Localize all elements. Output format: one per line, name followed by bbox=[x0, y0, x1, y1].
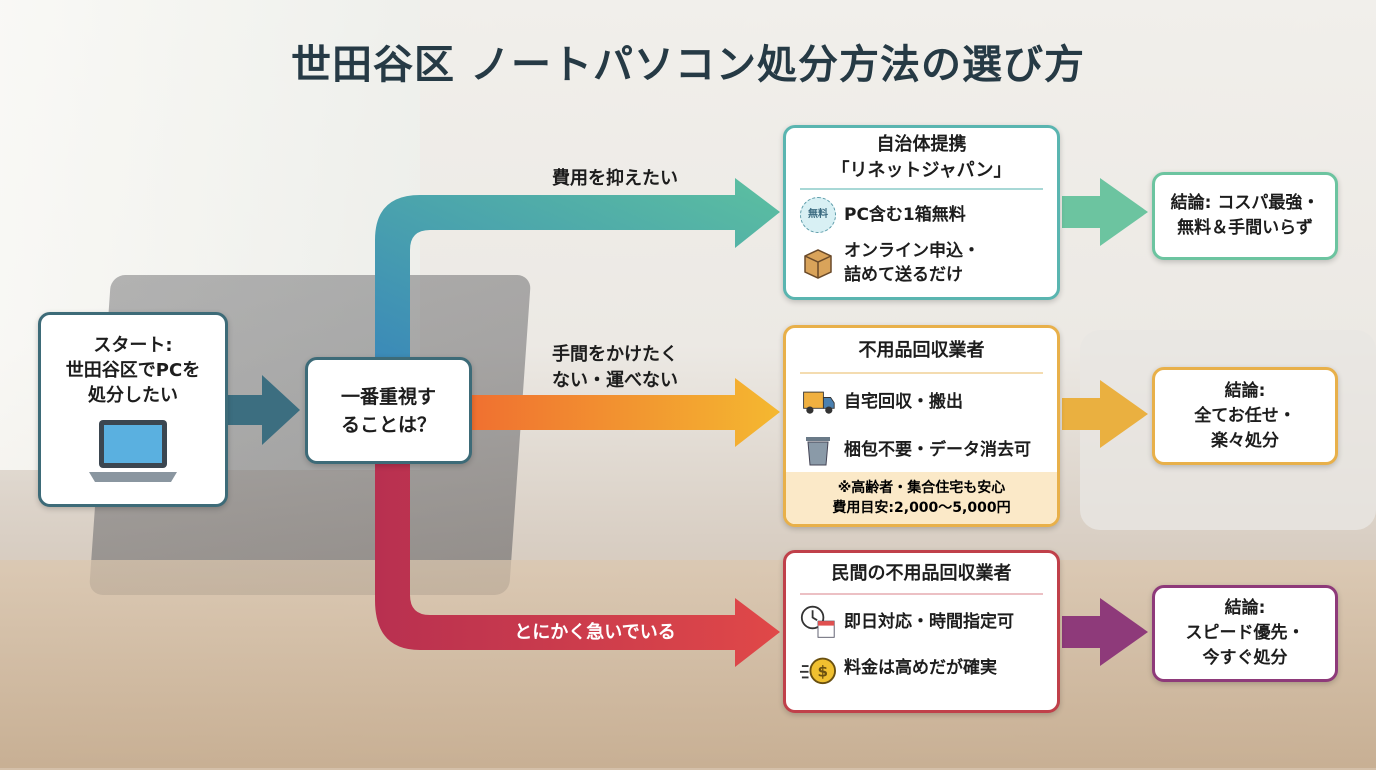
conclusion3-line2: スピード優先・ bbox=[1185, 623, 1305, 643]
conclusion-effort: 結論: 全てお任せ・ 楽々処分 bbox=[1152, 367, 1338, 465]
option2-note-line1: ※高齢者・集合住宅も安心 bbox=[837, 480, 1006, 496]
branch-label-urgent: とにかく急いでいる bbox=[514, 622, 676, 643]
conclusion1-line1: 結論: コスパ最強・ bbox=[1170, 193, 1320, 213]
option1-item2-line1: オンライン申込・ bbox=[844, 241, 980, 261]
option1-title-line2: 「リネットジャパン」 bbox=[831, 160, 1012, 181]
option2-note: ※高齢者・集合住宅も安心 費用目安:2,000〜5,000円 bbox=[786, 472, 1057, 524]
conclusion-cost: 結論: コスパ最強・ 無料＆手間いらず bbox=[1152, 172, 1338, 260]
option3-item1: 即日対応・時間指定可 bbox=[844, 612, 1014, 632]
arrow-option1-to-conclusion bbox=[1062, 178, 1148, 246]
arrow-branch-urgent bbox=[375, 464, 780, 667]
cardboard-box-icon bbox=[800, 245, 836, 281]
option1-title-line1: 自治体提携 bbox=[876, 134, 967, 155]
arrow-branch-cost bbox=[375, 178, 780, 357]
option-card-private-collector: 民間の不用品回収業者 即日対応・時間指定可 $ 料金は高めだが確実 bbox=[783, 550, 1060, 713]
start-line2: 世田谷区でPCを bbox=[65, 360, 201, 381]
clock-calendar-icon bbox=[800, 604, 836, 640]
option-card-renet-japan: 自治体提携「リネットジャパン」 無料 PC含む1箱無料 オンライン申込・詰めて送る… bbox=[783, 125, 1060, 300]
page-title: 世田谷区 ノートパソコン処分方法の選び方 bbox=[291, 42, 1085, 88]
conclusion2-line1: 結論: bbox=[1224, 380, 1266, 401]
branch-label-effort: 手間をかけたく ない・運べない bbox=[520, 342, 710, 394]
branch-label-cost: 費用を抑えたい bbox=[552, 168, 678, 189]
laptop-icon bbox=[89, 420, 177, 482]
decision-box: 一番重視す ることは？ bbox=[305, 357, 472, 464]
option2-item1: 自宅回収・搬出 bbox=[844, 392, 963, 412]
conclusion2-line2: 全てお任せ・ bbox=[1194, 405, 1296, 426]
option2-title: 不用品回収業者 bbox=[858, 340, 985, 361]
branch-label-effort-line2: ない・運べない bbox=[552, 370, 678, 391]
option3-title: 民間の不用品回収業者 bbox=[831, 563, 1012, 584]
start-line1: スタート: bbox=[93, 335, 173, 356]
arrow-start-to-decision bbox=[228, 375, 300, 445]
start-box: スタート: 世田谷区でPCを 処分したい bbox=[38, 312, 228, 507]
option2-item2: 梱包不要・データ消去可 bbox=[844, 440, 1031, 460]
arrow-branch-effort bbox=[472, 378, 780, 447]
option3-item2: 料金は高めだが確実 bbox=[844, 658, 997, 678]
option1-item2-line2: 詰めて送るだけ bbox=[844, 265, 963, 285]
arrow-option3-to-conclusion bbox=[1062, 598, 1148, 666]
start-line3: 処分したい bbox=[88, 385, 178, 406]
money-bag-icon: $ bbox=[800, 650, 836, 686]
branch-label-effort-line1: 手間をかけたく bbox=[552, 344, 678, 365]
option2-note-line2: 費用目安:2,000〜5,000円 bbox=[832, 500, 1011, 516]
trash-can-icon bbox=[800, 432, 836, 468]
delivery-truck-icon bbox=[800, 384, 836, 420]
conclusion-speed: 結論: スピード優先・ 今すぐ処分 bbox=[1152, 585, 1338, 682]
conclusion2-line3: 楽々処分 bbox=[1211, 430, 1279, 451]
svg-text:$: $ bbox=[817, 663, 828, 681]
free-stamp-icon: 無料 bbox=[800, 197, 836, 233]
decision-line1: 一番重視す bbox=[340, 385, 436, 408]
conclusion1-line2: 無料＆手間いらず bbox=[1177, 218, 1313, 238]
arrow-option2-to-conclusion bbox=[1062, 380, 1148, 448]
option1-item1: PC含む1箱無料 bbox=[844, 205, 966, 225]
conclusion3-line3: 今すぐ処分 bbox=[1202, 648, 1288, 668]
conclusion3-line1: 結論: bbox=[1224, 598, 1266, 618]
decision-line2: ることは？ bbox=[340, 413, 436, 436]
option-card-collection-service: 不用品回収業者 自宅回収・搬出 梱包不要・データ消去可 ※高齢者・集合住宅も安心… bbox=[783, 325, 1060, 527]
